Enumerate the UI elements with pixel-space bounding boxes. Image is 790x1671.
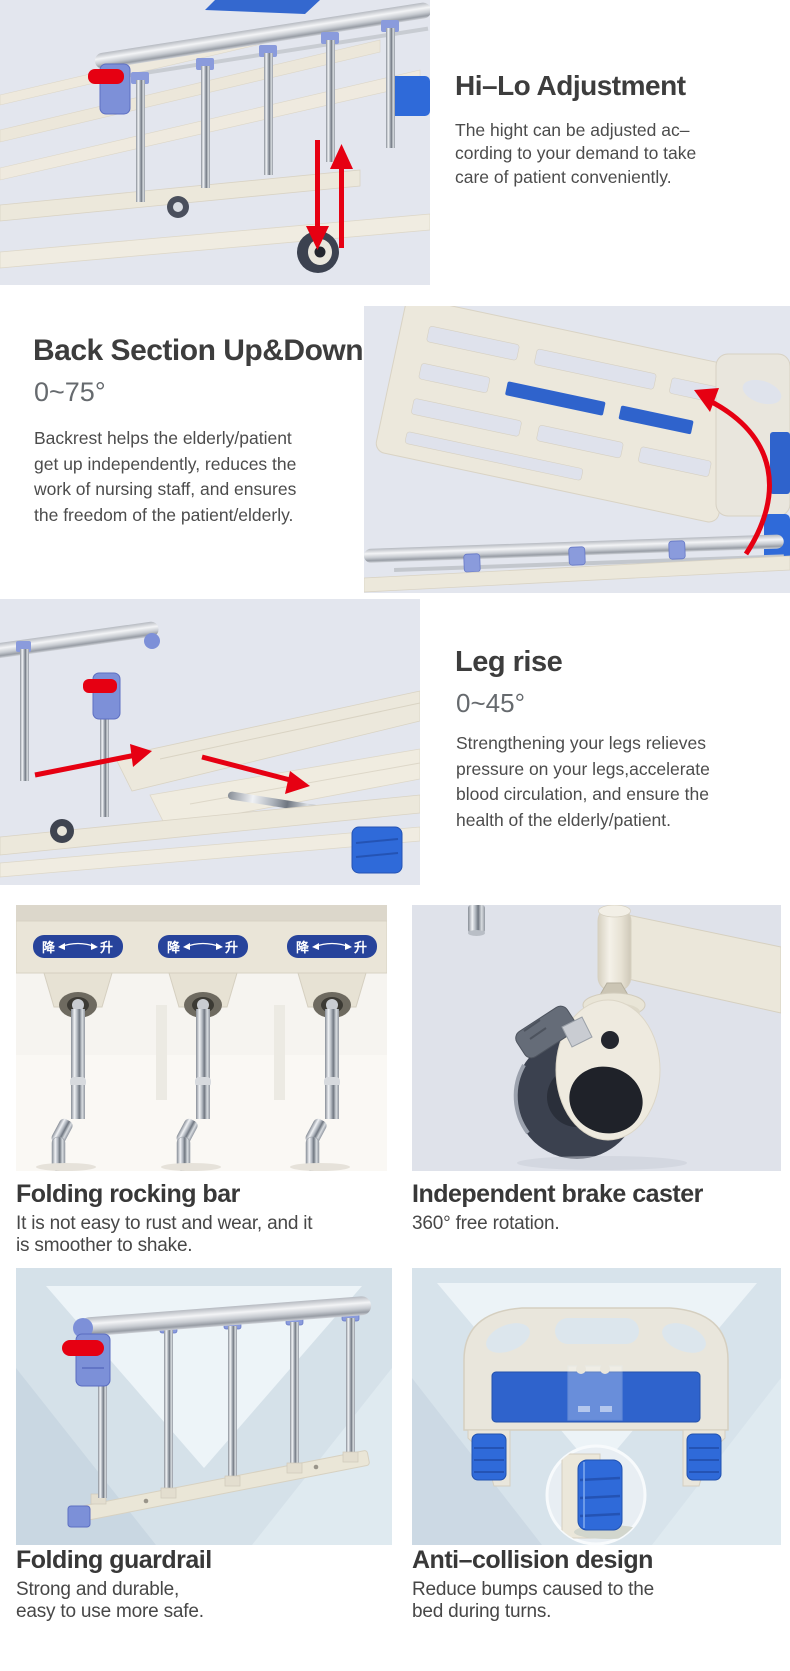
back-section-image bbox=[364, 306, 790, 593]
right-down-arrow-icon bbox=[201, 754, 310, 794]
leg-rise-image bbox=[0, 599, 420, 885]
brake-caster-image bbox=[412, 905, 781, 1171]
up-arrow-icon bbox=[330, 144, 353, 248]
rail-lock-lever bbox=[83, 672, 121, 720]
folding-rocking-bar-image: 降 升 降 升 bbox=[16, 905, 387, 1171]
feature-body-rocking-bar: It is not easy to rust and wear, and it … bbox=[16, 1213, 313, 1256]
feature-title-anti-collision: Anti–collision design bbox=[412, 1546, 653, 1574]
down-arrow-icon bbox=[306, 140, 329, 250]
crank-label-up: 升 bbox=[100, 940, 113, 956]
small-caster bbox=[50, 819, 74, 843]
center-cutout bbox=[555, 1318, 639, 1344]
feature-title-brake-caster: Independent brake caster bbox=[412, 1180, 703, 1208]
crank-label-up: 升 bbox=[225, 940, 238, 956]
blue-end-cap bbox=[67, 1505, 91, 1528]
feature-body-anti-collision: Reduce bumps caused to the bed during tu… bbox=[412, 1579, 654, 1622]
feature-title-back-section: Back Section Up&Down bbox=[33, 334, 364, 367]
crank-label-down: 降 bbox=[42, 940, 56, 956]
guardrail-top-rail bbox=[79, 1296, 372, 1337]
folding-guardrail-image bbox=[16, 1268, 392, 1545]
feature-body-brake-caster: 360° free rotation. bbox=[412, 1213, 560, 1234]
right-arrow-icon bbox=[34, 744, 152, 778]
bed-deck-far bbox=[114, 690, 420, 792]
card-holder-clip bbox=[567, 1364, 623, 1421]
brake-caster-image bbox=[412, 905, 781, 1171]
crank-label-down: 降 bbox=[167, 940, 181, 956]
rail-posts bbox=[16, 641, 109, 817]
brake-pedal bbox=[515, 1005, 593, 1059]
rail-lock-lever bbox=[62, 1333, 111, 1387]
raised-back-panel bbox=[375, 306, 749, 523]
feature-body-back-section: Backrest helps the elderly/patient get u… bbox=[34, 428, 297, 525]
curve-up-arrow-icon bbox=[694, 388, 772, 556]
leg-rise-image bbox=[0, 599, 420, 885]
corner-bumper bbox=[471, 1433, 507, 1481]
blue-rail-cap bbox=[73, 1318, 93, 1338]
headboard-panel bbox=[463, 1307, 729, 1487]
crank-label-up: 升 bbox=[354, 940, 367, 956]
hi-lo-adjustment-image bbox=[0, 0, 430, 285]
blue-deck-slot bbox=[505, 381, 606, 416]
anti-collision-image bbox=[412, 1268, 781, 1545]
bed-deck-blue-panel bbox=[205, 0, 320, 14]
back-section-image bbox=[364, 306, 790, 593]
blue-insert-panel bbox=[491, 1371, 701, 1423]
feature-title-guardrail: Folding guardrail bbox=[16, 1546, 212, 1574]
feature-range-leg-rise: 0~45° bbox=[456, 688, 525, 718]
crank-assembly: 降 升 bbox=[158, 935, 248, 1171]
anti-collision-image bbox=[412, 1268, 781, 1545]
feature-range-back-section: 0~75° bbox=[34, 377, 106, 407]
hi-lo-adjustment-image bbox=[0, 0, 430, 285]
anti-collision-corner bbox=[351, 826, 403, 874]
guardrail-top-rail bbox=[0, 621, 159, 659]
folding-rocking-bar-image: 降 升 降 升 bbox=[16, 905, 387, 1171]
caster-stem-cylinder bbox=[597, 906, 632, 992]
chrome-rod-stub bbox=[468, 905, 485, 933]
bumper-detail-callout bbox=[545, 1444, 647, 1545]
leg-section-deck bbox=[149, 748, 420, 828]
rail-posts bbox=[131, 20, 399, 202]
folding-guardrail-image bbox=[16, 1268, 392, 1545]
anti-collision-corner bbox=[390, 76, 430, 116]
handle-cutout bbox=[486, 1323, 530, 1353]
corner-bumper bbox=[686, 1433, 722, 1481]
feature-title-rocking-bar: Folding rocking bar bbox=[16, 1180, 240, 1208]
feature-body-leg-rise: Strengthening your legs relieves pressur… bbox=[456, 733, 710, 830]
feature-title-hi-lo: Hi–Lo Adjustment bbox=[455, 70, 686, 101]
crank-assembly: 降 升 bbox=[33, 935, 123, 1171]
rail-lock-lever bbox=[88, 63, 131, 115]
feature-title-leg-rise: Leg rise bbox=[455, 646, 563, 678]
feature-body-guardrail: Strong and durable, easy to use more saf… bbox=[16, 1579, 204, 1622]
small-caster bbox=[167, 196, 189, 218]
side-rail-folded bbox=[364, 534, 790, 593]
crank-direction-label: 降 升 bbox=[158, 935, 248, 958]
handle-cutout bbox=[662, 1323, 706, 1353]
feature-body-hi-lo: The hight can be adjusted ac– cording to… bbox=[455, 120, 697, 187]
large-caster bbox=[297, 231, 339, 273]
blue-deck-slot bbox=[618, 405, 694, 435]
crank-direction-label: 降 升 bbox=[287, 935, 377, 958]
crank-label-down: 降 bbox=[296, 940, 310, 956]
guardrail-top-rail bbox=[94, 2, 430, 69]
crank-direction-label: 降 升 bbox=[33, 935, 123, 958]
crank-assembly: 降 升 bbox=[287, 935, 377, 1171]
